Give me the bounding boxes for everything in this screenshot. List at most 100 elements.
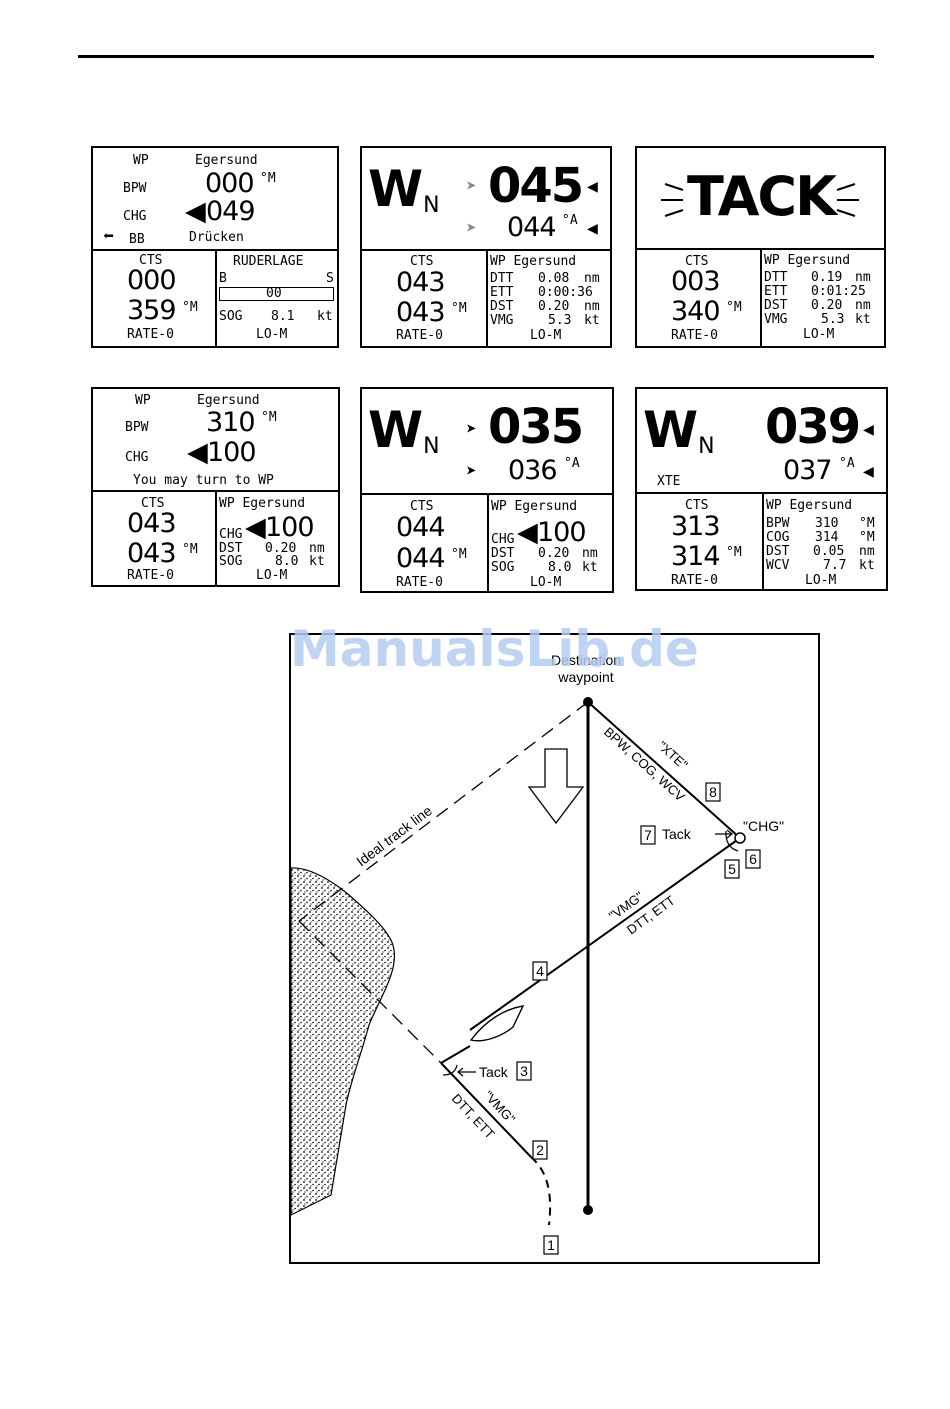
row-label: SOG <box>491 560 515 575</box>
chg-label: CHG <box>125 450 149 465</box>
arrow-left-icon: ⬅ <box>103 226 114 247</box>
row-label: ETT <box>490 285 514 300</box>
bpw-label: BPW <box>125 420 149 435</box>
row-value: 310 <box>815 516 839 531</box>
diagram-canvas: 1 2 3 4 5 6 7 8 Destination waypoint Ide… <box>291 652 784 1255</box>
chg-value: 100 <box>265 512 315 543</box>
tack-text: TACK <box>687 165 837 228</box>
tack-rays-icon <box>661 183 859 217</box>
small-value: 044 <box>507 212 557 243</box>
big-value: 045 <box>488 158 584 214</box>
sog-value: 8.1 <box>271 309 295 324</box>
cts-label: CTS <box>410 499 434 514</box>
cts-value: 000 <box>127 265 177 296</box>
heading-value: 043 <box>396 297 446 328</box>
bpw-value: 000 <box>205 168 255 199</box>
wp-title: WP Egersund <box>219 496 306 511</box>
wn-indicator: WN <box>368 401 440 459</box>
row-value: 0.20 <box>538 299 570 314</box>
lower-panel: CTS 003 340 °M RATE-0 WP Egersund DTT 0.… <box>637 248 884 346</box>
row-value: 0.19 <box>811 270 843 285</box>
row-label: SOG <box>219 554 243 569</box>
box-1: 1 <box>547 1237 555 1253</box>
lower-panel: CTS 043 043 °M RATE-0 WP Egersund DTT 0.… <box>362 249 610 346</box>
ideal-track-label: Ideal track line <box>353 802 435 869</box>
arrow-left-icon: ◀ <box>517 517 538 548</box>
row-value: 8.0 <box>275 554 299 569</box>
mode-label: LO-M <box>805 573 837 588</box>
wp-label: WP <box>133 153 149 168</box>
row-value: 314 <box>815 530 839 545</box>
row-value: 8.0 <box>548 560 572 575</box>
display-screen-2: WN ➤ 045 ◀ ➤ 044 °A ◀ CTS 043 043 °M RAT… <box>360 146 612 348</box>
row-label: DTT <box>764 270 788 285</box>
arrow-left-icon: ◀ <box>587 176 598 197</box>
wp-name: Egersund <box>197 393 260 408</box>
small-value: 036 <box>508 455 558 486</box>
arrow-right-icon: ➤ <box>466 461 477 482</box>
row-value: 0:00:36 <box>538 285 593 300</box>
arrow-right-icon: ➤ <box>466 218 477 239</box>
row-value: 5.3 <box>548 313 572 328</box>
wp-title: WP Egersund <box>491 499 578 514</box>
top-rule <box>78 55 874 58</box>
heading-value: 340 <box>671 296 721 327</box>
wp-title: WP Egersund <box>764 253 851 268</box>
row-value: 7.7 <box>823 558 847 573</box>
cts-label: CTS <box>141 496 165 511</box>
rate-label: RATE-0 <box>127 568 174 583</box>
sog-label: SOG <box>219 309 243 324</box>
lower-panel: CTS 044 044 °M RATE-0 WP Egersund CHG ◀ … <box>362 493 612 591</box>
mode-label: LO-M <box>256 327 288 342</box>
lower-panel: CTS 000 359 °M RATE-0 RUDERLAGE B S 00 S… <box>93 249 337 346</box>
rudder-bar <box>219 287 334 301</box>
heading-value: 044 <box>396 543 446 574</box>
row-unit: nm <box>584 299 600 314</box>
row-label: VMG <box>490 313 514 328</box>
boat-icon <box>469 1005 525 1042</box>
display-screen-5: WN ➤ 035 ➤ 036 °A CTS 044 044 °M RATE-0 … <box>360 387 614 593</box>
cts-value: 003 <box>671 266 721 297</box>
box-5: 5 <box>728 861 736 877</box>
row-unit: nm <box>584 271 600 286</box>
arrow-right-icon: ➤ <box>466 419 477 440</box>
row-label: DST <box>491 546 515 561</box>
display-screen-4: WP Egersund BPW 310 °M CHG ◀ 100 You may… <box>91 387 340 587</box>
rate-label: RATE-0 <box>671 328 718 343</box>
row-unit: kt <box>582 560 598 575</box>
wp-title: WP Egersund <box>490 254 577 269</box>
wp-label: WP <box>135 393 151 408</box>
heading-value: 043 <box>127 538 177 569</box>
row-label: BPW <box>766 516 790 531</box>
wn-indicator: WN <box>643 401 715 459</box>
dest-label-2: waypoint <box>557 669 613 685</box>
rate-label: RATE-0 <box>396 328 443 343</box>
cts-label: CTS <box>685 254 709 269</box>
message: You may turn to WP <box>133 473 274 488</box>
sog-unit: kt <box>317 309 333 324</box>
box-8: 8 <box>709 784 717 800</box>
small-value: 037 <box>783 455 833 486</box>
row-label: DST <box>490 299 514 314</box>
arrow-left-icon: ◀ <box>245 512 266 543</box>
heading-unit: °M <box>726 300 742 315</box>
row-unit: nm <box>309 541 325 556</box>
heading-value: 314 <box>671 541 721 572</box>
arrow-left-icon: ◀ <box>185 196 206 227</box>
rate-label: RATE-0 <box>671 573 718 588</box>
chg-label: CHG <box>219 527 243 542</box>
lower-panel: CTS 043 043 °M RATE-0 WP Egersund CHG ◀ … <box>93 490 338 585</box>
row-value: 0.08 <box>538 271 570 286</box>
land-mass <box>291 867 396 1216</box>
row-label: ETT <box>764 284 788 299</box>
bpw-label: BPW <box>123 181 147 196</box>
ruder-label: RUDERLAGE <box>233 254 304 269</box>
arrow-left-icon: ◀ <box>863 461 874 482</box>
cts-label: CTS <box>685 498 709 513</box>
cts-value: 044 <box>396 512 446 543</box>
heading-unit: °M <box>726 545 742 560</box>
row-unit: kt <box>855 312 871 327</box>
bpw-unit: °M <box>260 171 276 186</box>
row-label: DST <box>219 541 243 556</box>
display-screen-6: WN XTE 039 ◀ 037 °A ◀ CTS 313 314 °M RAT… <box>635 387 888 591</box>
